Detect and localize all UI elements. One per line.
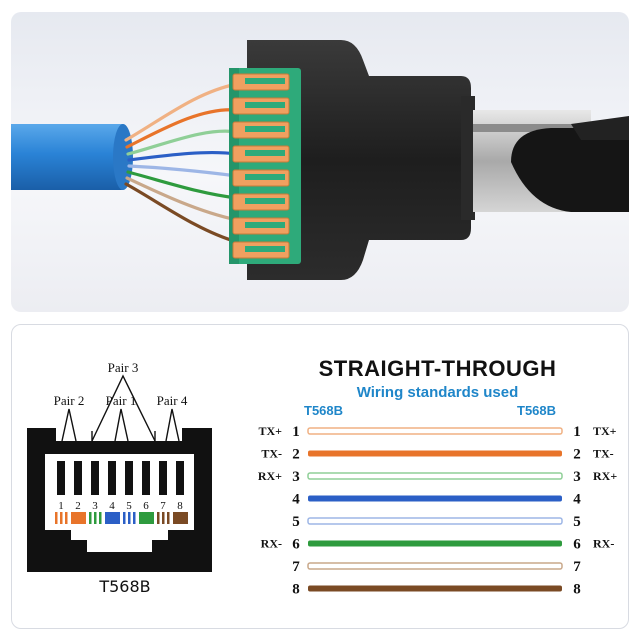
pin-number: 6: [143, 500, 149, 512]
left-pin-number: 5: [292, 514, 300, 530]
pair-brackets: [61, 374, 180, 442]
left-pin-number: 6: [292, 537, 300, 553]
right-signal-label: TX-: [593, 447, 614, 461]
product-photo: [11, 40, 629, 280]
pin-wire-swatch: [173, 512, 188, 524]
pin-number: 3: [92, 500, 98, 512]
pin-wire-swatch: [71, 512, 86, 524]
pin-wire-stripe: [99, 512, 102, 524]
pin-number: 4: [109, 500, 115, 512]
fanned-wires: [124, 82, 239, 244]
wire-line-pin-2: [308, 450, 562, 457]
pair2-label: Pair 2: [54, 393, 85, 408]
left-pin-number: 3: [292, 469, 300, 485]
right-signal-label: RX-: [593, 537, 614, 551]
pin-wire-stripe: [55, 512, 58, 524]
wiring-subtitle: Wiring standards used: [356, 384, 519, 401]
left-pin-number: 8: [292, 582, 300, 598]
pin-wire-stripe: [123, 512, 126, 524]
pair3-label: Pair 3: [108, 360, 139, 375]
pin-number: 7: [160, 500, 166, 512]
left-signal-label: TX+: [258, 424, 282, 438]
pin-contacts: [57, 461, 184, 495]
wire-line-pin-4: [308, 495, 562, 502]
right-standard-label: T568B: [517, 403, 557, 418]
pin-number: 8: [177, 500, 183, 512]
right-pin-number: 2: [573, 447, 581, 463]
pin-number: 5: [126, 500, 132, 512]
wire-line-pin-8: [308, 585, 562, 592]
right-signal-label: RX+: [593, 469, 617, 483]
left-pin-number: 2: [292, 447, 300, 463]
wire-line-pin-7: [307, 562, 563, 570]
wire-line-pin-1: [307, 427, 563, 435]
pin-number-labels: 1 2 3 4 5 6 7 8: [58, 500, 183, 512]
left-pin-number: 1: [292, 424, 300, 440]
pin-number: 2: [75, 500, 81, 512]
pin-wire-stripe: [157, 512, 160, 524]
pin-wire-stripe: [65, 512, 68, 524]
wire-line-pin-6: [308, 540, 562, 547]
pin-wire-stripe: [60, 512, 63, 524]
right-pin-number: 6: [573, 537, 581, 553]
wiring-rows: TX+ TX+ 1 1TX- TX- 2 2RX+ RX+ 3 3 4 4 5 5RX- RX- 6 6 7 7 8 8: [258, 424, 618, 598]
wiring-panel: Pair 3 Pair 2 Pair 1 Pair 4: [11, 324, 629, 629]
right-pin-number: 7: [573, 559, 581, 575]
rj45-plug: [473, 110, 629, 212]
t568b-connector-diagram: Pair 3 Pair 2 Pair 1 Pair 4: [27, 360, 618, 598]
pin-number: 1: [58, 500, 64, 512]
pin-wire-swatch: [139, 512, 154, 524]
jack-outline: [27, 428, 212, 572]
pin-wire-stripe: [167, 512, 170, 524]
pin-color-swatches: [54, 512, 188, 524]
blue-cable: [11, 124, 133, 190]
pin-wire-stripe: [162, 512, 165, 524]
left-standard-label: T568B: [304, 403, 344, 418]
left-signal-label: TX-: [261, 447, 282, 461]
left-signal-label: RX+: [258, 469, 282, 483]
left-signal-label: RX-: [261, 537, 282, 551]
pin-wire-stripe: [94, 512, 97, 524]
pin-wire-swatch: [105, 512, 120, 524]
wire-line-pin-5: [307, 517, 563, 525]
right-pin-number: 8: [573, 582, 581, 598]
left-pin-number: 4: [292, 492, 300, 508]
right-pin-number: 1: [573, 424, 581, 440]
left-pin-number: 7: [292, 559, 300, 575]
terminal-block: [229, 68, 301, 264]
right-pin-number: 5: [573, 514, 581, 530]
pair4-label: Pair 4: [157, 393, 188, 408]
wire-line-pin-3: [307, 472, 563, 480]
right-pin-number: 3: [573, 469, 581, 485]
right-pin-number: 4: [573, 492, 581, 508]
product-photo-panel: [11, 12, 629, 312]
pin-wire-stripe: [128, 512, 131, 524]
adapter-body: [247, 40, 475, 280]
connector-caption: T568B: [99, 577, 151, 596]
wiring-title: STRAIGHT-THROUGH: [318, 356, 557, 381]
pin-wire-stripe: [133, 512, 136, 524]
pin-wire-stripe: [89, 512, 92, 524]
right-signal-label: TX+: [593, 424, 617, 438]
